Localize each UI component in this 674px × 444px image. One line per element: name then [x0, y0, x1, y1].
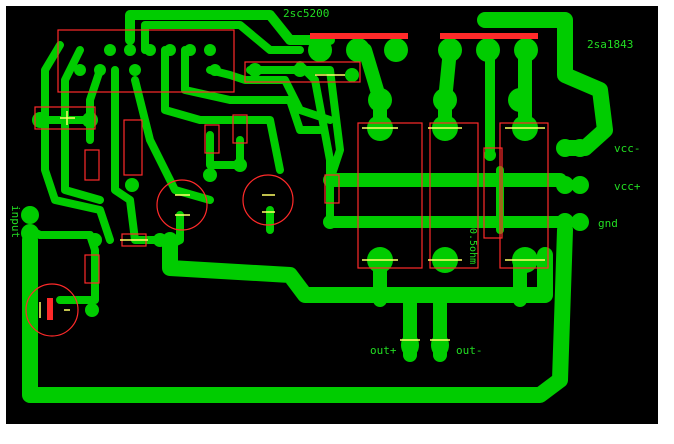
pad-icon: [401, 333, 419, 357]
trace-mid-1: [131, 76, 214, 204]
resistor-icon: [84, 254, 100, 284]
trace-mid-4: [206, 66, 334, 124]
trace-cap-link: [166, 206, 274, 249]
label-q-left: 2sc5200: [283, 7, 329, 20]
trace-mid-2: [161, 46, 284, 174]
pad-icon: [571, 139, 589, 157]
pads: [21, 38, 589, 357]
resistor-icon: [232, 114, 248, 144]
pad-icon: [104, 44, 116, 56]
trace-left-1: [41, 41, 114, 244]
pad-icon: [384, 38, 408, 62]
pad-icon: [209, 64, 221, 76]
label-q-right: 2sa1843: [587, 38, 633, 51]
q-left-tab: [310, 33, 408, 39]
pad-icon: [556, 176, 574, 194]
trace-output: [162, 232, 553, 303]
trace-top2: [141, 21, 304, 54]
resistor-icon: [123, 119, 143, 176]
pad-icon: [125, 178, 139, 192]
trace-mid-6: [296, 61, 334, 224]
resistor-icon: [84, 149, 100, 181]
resistor-icon: [499, 122, 549, 269]
pad-icon: [94, 64, 106, 76]
resistor-icon: [204, 124, 220, 154]
resistor-icon: [34, 106, 96, 130]
pad-icon: [21, 206, 39, 224]
resistor-icon: [324, 174, 340, 204]
pad-icon: [233, 158, 247, 172]
resistor-icon: [429, 122, 479, 269]
trace-res-col: [206, 131, 244, 169]
trace-ground-loop: [22, 222, 573, 403]
pad-icon: [204, 44, 216, 56]
pad-icon: [431, 333, 449, 357]
pad-icon: [514, 38, 538, 62]
q-right-tab: [440, 33, 538, 39]
label-input: input: [9, 205, 22, 238]
resistor-icon: [357, 122, 423, 269]
pad-icon: [85, 303, 99, 317]
resistor-icon: [483, 147, 503, 239]
outlines: [25, 29, 549, 337]
electrolytic-capacitor-icon: [156, 179, 208, 231]
pad-icon: [21, 224, 39, 242]
trimmer-outline: [244, 61, 361, 83]
pad-icon: [74, 64, 86, 76]
label-vcc-plus: vcc+: [614, 180, 641, 193]
pad-icon: [184, 44, 196, 56]
trace-top: [125, 10, 335, 45]
pad-icon: [556, 139, 574, 157]
trace-mid-3: [181, 46, 324, 134]
label-vcc-minus: vcc-: [614, 142, 641, 155]
label-out-minus: out-: [456, 344, 483, 357]
trace-out-drop: [373, 253, 527, 362]
pad-icon: [144, 44, 156, 56]
label-resistor-value: 0.5ohm: [467, 228, 478, 264]
pad-icon: [476, 38, 500, 62]
pad-icon: [153, 233, 167, 247]
pad-icon: [32, 112, 48, 128]
pad-icon: [248, 63, 262, 77]
pad-icon: [556, 213, 574, 231]
pad-icon: [368, 88, 392, 112]
pad-icon: [571, 176, 589, 194]
pad-icon: [345, 68, 359, 82]
pad-icon: [438, 38, 462, 62]
silkscreen: [39, 74, 545, 341]
trace-mid-5: [246, 66, 344, 184]
pad-icon: [203, 168, 217, 182]
label-gnd: gnd: [598, 217, 618, 230]
header-outline: [57, 29, 235, 93]
pad-icon: [164, 44, 176, 56]
pad-icon: [129, 64, 141, 76]
electrolytic-capacitor-icon: [25, 283, 79, 337]
pad-icon: [508, 88, 532, 112]
electrolytic-capacitor-icon: [242, 174, 294, 226]
pad-icon: [124, 44, 136, 56]
trace-left-2: [61, 46, 104, 204]
pad-icon: [293, 63, 307, 77]
pad-icon: [308, 38, 332, 62]
pad-icon: [88, 233, 102, 247]
pad-icon: [323, 215, 337, 229]
label-out-plus: out+: [370, 344, 397, 357]
labels: 2sc5200 2sa1843 vcc- vcc+ gnd out+ out- …: [9, 7, 641, 357]
pad-icon: [346, 38, 370, 62]
cap-plate: [47, 298, 53, 320]
pad-icon: [82, 112, 98, 128]
pad-icon: [571, 213, 589, 231]
pad-icon: [433, 88, 457, 112]
pad-icon: [484, 149, 496, 161]
